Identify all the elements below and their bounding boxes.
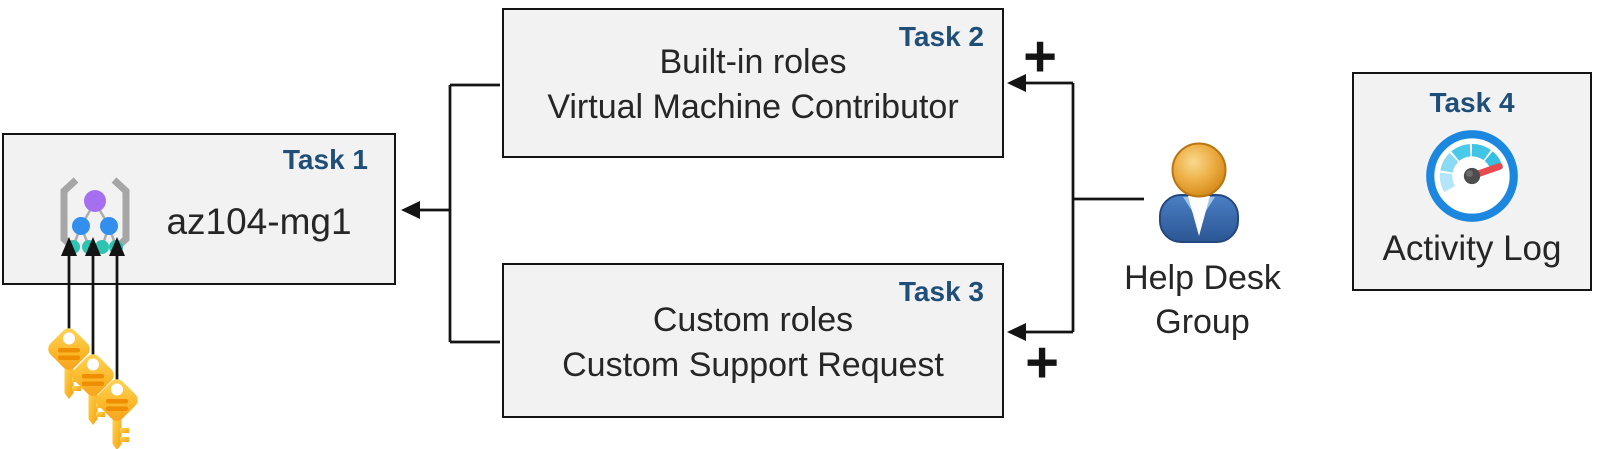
task4-caption: Activity Log: [1382, 229, 1562, 268]
task1-box: Task 1 az104-mg1: [2, 133, 396, 285]
task3-line2: Custom Support Request: [562, 346, 944, 384]
task2-line1: Built-in roles: [659, 43, 847, 81]
task4-box: Task 4 Activity Log: [1352, 72, 1592, 291]
key-icon-2: [72, 354, 114, 425]
person-icon: [1159, 142, 1239, 243]
plus-sign-top: +: [1023, 24, 1057, 89]
task3-line1: Custom roles: [652, 301, 854, 339]
key-icon-3: [96, 379, 138, 449]
help-desk-group-label: Help Desk Group: [1120, 256, 1285, 344]
plus-sign-bottom: +: [1025, 330, 1059, 395]
task2-label: Task 2: [898, 21, 984, 52]
task1-label: Task 1: [282, 144, 368, 175]
task2-line2: Virtual Machine Contributor: [547, 88, 959, 126]
arrowhead-into-task1: [401, 201, 420, 219]
management-group-name: az104-mg1: [166, 201, 352, 242]
key-icon-1: [48, 328, 90, 399]
activity-log-gauge-icon: [1426, 130, 1518, 222]
management-group-icon: [60, 177, 130, 254]
task4-label: Task 4: [1429, 87, 1515, 118]
task3-box: Task 3 Custom roles Custom Support Reque…: [502, 263, 1004, 418]
connector-tasks2-3-to-task1: [401, 83, 500, 344]
arrowhead-into-task3: [1007, 323, 1026, 341]
task3-label: Task 3: [898, 276, 984, 307]
help-desk-label-line2: Group: [1155, 303, 1250, 341]
help-desk-label-line1: Help Desk: [1124, 259, 1281, 297]
task2-box: Task 2 Built-in roles Virtual Machine Co…: [502, 8, 1004, 158]
